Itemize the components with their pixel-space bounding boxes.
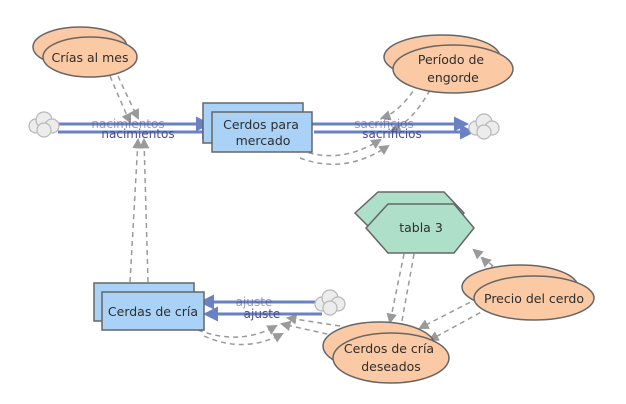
flow-label-ajuste-ghost: ajuste [236, 295, 273, 309]
link-tabla-to-deseados [386, 253, 405, 325]
aux-ellipse [392, 44, 514, 94]
svg-text:Cerdos para mercado: Cerdos para mercado [223, 117, 303, 148]
aux-ellipse [42, 36, 138, 78]
aux-crias-al-mes[interactable]: Crías al mes [32, 26, 138, 78]
flow-label-ajuste[interactable]: ajuste [244, 307, 281, 321]
link-cerdos-to-sacrificios [299, 138, 382, 157]
aux-label-line1: Cerdos de cría [344, 341, 434, 356]
causal-links [109, 75, 509, 346]
link-tabla-to-deseados-ghost [396, 253, 415, 335]
aux-label-line2: deseados [361, 359, 421, 374]
flow-label-sacrificios[interactable]: sacrificios [362, 127, 422, 141]
stock-label: Cerdas de cría [108, 304, 198, 319]
flow-label-nacimientos-ghost: nacimientos [91, 117, 164, 131]
stock-label-line2: mercado [236, 133, 291, 148]
link-deseados-to-ajuste [285, 314, 341, 327]
aux-periodo-de-engorde[interactable]: Período de engorde [383, 34, 514, 94]
flow-pipes [52, 116, 475, 322]
link-periodo-to-sacrificios-ghost [390, 89, 431, 132]
link-cerdas-to-nacimientos [129, 137, 143, 283]
table-label: tabla 3 [399, 220, 443, 235]
link-cerdas-to-ajuste-ghost [203, 333, 284, 346]
aux-label-line2: engorde [427, 70, 479, 85]
link-precio-to-tabla [472, 248, 501, 273]
link-periodo-to-sacrificios [380, 83, 419, 121]
stock-cerdos-para-mercado[interactable]: Cerdos para mercado [202, 102, 313, 153]
link-crias-to-nacimientos-ghost [117, 75, 139, 120]
stock-box [211, 111, 313, 153]
aux-label-line1: Período de [418, 52, 485, 67]
cloud-icon [28, 111, 60, 138]
cloud-icon [468, 113, 500, 140]
aux-ellipse [332, 332, 450, 384]
aux-cerdos-de-cria-deseados[interactable]: Cerdos de cría deseados [322, 321, 450, 384]
link-cerdas-to-nacimientos-ghost [138, 137, 150, 283]
aux-ellipse [473, 275, 595, 321]
aux-precio-del-cerdo[interactable]: Precio del cerdo [461, 264, 595, 321]
link-deseados-to-ajuste-ghost [279, 320, 337, 337]
stock-box [101, 291, 205, 331]
svg-text:Cerdos de cría deseados: Cerdos de cría deseados [344, 341, 438, 374]
flow-label-nacimientos[interactable]: nacimientos [101, 127, 174, 141]
table-tabla-3[interactable]: tabla 3 [353, 191, 475, 254]
flow-label-sacrificios-ghost: sacrificios [354, 117, 414, 131]
link-precio-to-tabla-ghost [480, 256, 509, 283]
svg-text:Período de engorde: Período de engorde [418, 52, 488, 85]
cloud-icon [314, 289, 346, 316]
link-cerdas-to-ajuste [197, 324, 278, 338]
aux-label: Crías al mes [52, 50, 129, 65]
link-crias-to-nacimientos [109, 75, 132, 124]
stock-label-line1: Cerdos para [223, 117, 299, 132]
stock-cerdas-de-cria[interactable]: Cerdas de cría [93, 282, 205, 331]
link-cerdos-to-sacrificios-ghost [299, 144, 390, 165]
table-hexagon [364, 203, 475, 254]
aux-label: Precio del cerdo [484, 291, 584, 306]
